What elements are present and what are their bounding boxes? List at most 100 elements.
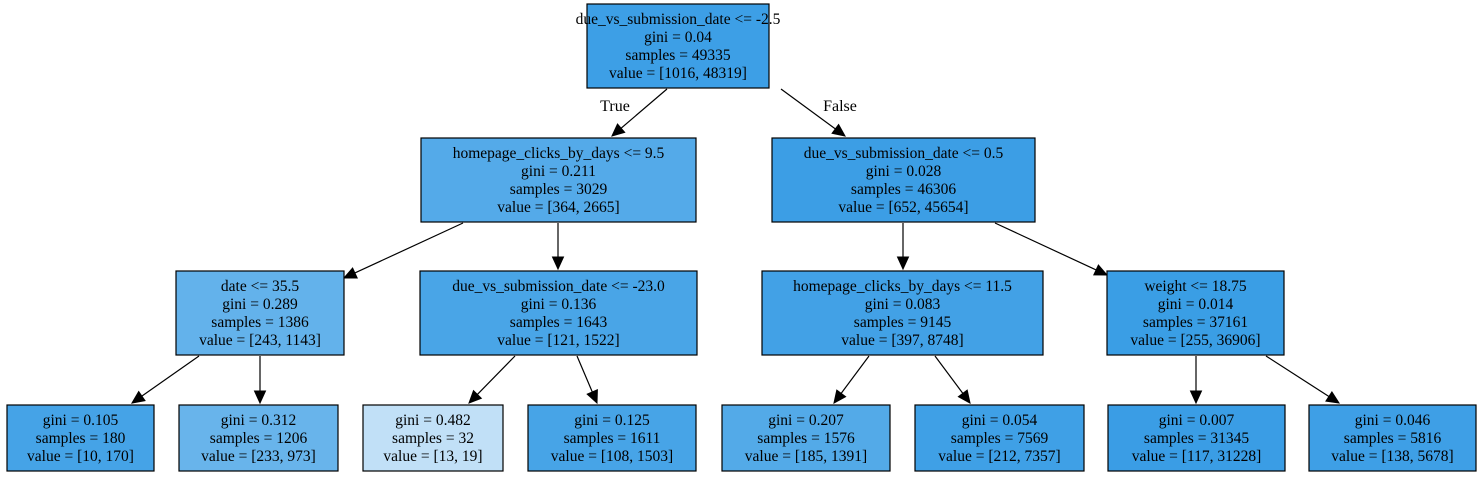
- node-box: [914, 404, 1085, 472]
- node-text-line: samples = 46306: [851, 181, 956, 198]
- arrowhead: [1093, 264, 1109, 276]
- node-box: [6, 404, 155, 472]
- node-box: [527, 404, 697, 472]
- node-text-line: value = [10, 170]: [27, 448, 134, 465]
- arrowhead: [957, 389, 971, 404]
- node-text-line: value = [1016, 48319]: [609, 65, 747, 82]
- node-box: [721, 404, 891, 472]
- node-text-line: gini = 0.007: [1159, 412, 1235, 429]
- node-text-line: homepage_clicks_by_days <= 11.5: [793, 278, 1012, 295]
- node-text-line: value = [652, 45654]: [838, 199, 968, 216]
- node-text-line: gini = 0.136: [521, 296, 597, 313]
- node-text-line: samples = 5816: [1344, 430, 1442, 447]
- node-text-line: gini = 0.207: [768, 412, 844, 429]
- node-text-line: due_vs_submission_date <= 0.5: [804, 145, 1004, 162]
- edge-n6-n14: [1265, 355, 1341, 404]
- node-text-line: samples = 1206: [210, 430, 308, 447]
- node-text-line: value = [255, 36906]: [1130, 332, 1260, 349]
- node-text-line: gini = 0.046: [1355, 412, 1431, 429]
- edge-n0-n2: [780, 88, 846, 137]
- node-text-line: samples = 37161: [1143, 314, 1248, 331]
- node-text-line: value = [397, 8748]: [841, 332, 963, 349]
- node-text-line: gini = 0.312: [221, 412, 296, 429]
- node-box: [178, 404, 339, 472]
- node-text-line: gini = 0.125: [574, 412, 650, 429]
- node-text-line: value = [121, 1522]: [497, 332, 619, 349]
- edge-label-false: False: [823, 98, 857, 115]
- edge-label-true: True: [600, 98, 630, 115]
- node-text-line: samples = 31345: [1144, 430, 1249, 447]
- arrowhead: [833, 389, 847, 404]
- node-text-line: samples = 32: [392, 430, 474, 447]
- node-box: [175, 270, 345, 356]
- edge-n1-n3: [342, 222, 464, 279]
- node-text-line: value = [13, 19]: [383, 448, 482, 465]
- node-box: [1308, 404, 1477, 472]
- edge-n4-n10: [576, 355, 598, 405]
- node-text-line: samples = 1643: [510, 314, 608, 331]
- node-text-line: value = [233, 973]: [201, 448, 316, 465]
- arrowhead: [253, 390, 267, 405]
- node-box: [1107, 404, 1286, 472]
- arrowhead: [131, 390, 146, 404]
- node-text-line: samples = 7569: [951, 430, 1049, 447]
- arrowhead: [468, 389, 483, 404]
- arrowhead: [896, 256, 910, 271]
- node-box: [586, 3, 770, 89]
- node-text-line: gini = 0.105: [43, 412, 119, 429]
- arrowhead: [1189, 390, 1203, 405]
- edge-n1-n4: [551, 223, 565, 271]
- edge-n3-n8: [253, 356, 267, 405]
- node-box: [771, 137, 1036, 223]
- edge-n4-n9: [468, 355, 516, 404]
- node-text-line: value = [117, 31228]: [1132, 448, 1262, 465]
- node-text-line: value = [364, 2665]: [497, 199, 619, 216]
- node-box: [1106, 270, 1285, 356]
- node-text-line: gini = 0.083: [865, 296, 941, 313]
- node-text-line: samples = 49335: [625, 47, 730, 64]
- node-box: [761, 270, 1044, 356]
- node-text-line: gini = 0.482: [395, 412, 470, 429]
- node-text-line: samples = 1576: [757, 430, 855, 447]
- node-text-line: value = [185, 1391]: [745, 448, 867, 465]
- node-text-line: samples = 9145: [854, 314, 952, 331]
- node-text-line: gini = 0.289: [222, 296, 298, 313]
- node-text-line: samples = 180: [36, 430, 126, 447]
- edge-n2-n5: [896, 223, 910, 271]
- node-text-line: gini = 0.014: [1158, 296, 1234, 313]
- node-text-line: value = [212, 7357]: [938, 448, 1060, 465]
- edge-n3-n7: [131, 355, 200, 404]
- node-text-line: gini = 0.054: [962, 412, 1038, 429]
- node-text-line: date <= 35.5: [221, 278, 299, 295]
- node-text-line: gini = 0.028: [866, 163, 942, 180]
- node-text-line: gini = 0.211: [521, 163, 596, 180]
- node-text-line: homepage_clicks_by_days <= 9.5: [453, 145, 665, 162]
- node-text-line: samples = 3029: [510, 181, 608, 198]
- node-text-line: samples = 1611: [564, 430, 661, 447]
- node-box: [419, 270, 698, 356]
- node-text-line: due_vs_submission_date <= -23.0: [452, 278, 665, 295]
- node-text-line: gini = 0.04: [644, 29, 712, 46]
- arrowhead: [342, 267, 358, 279]
- arrowhead: [611, 123, 626, 137]
- node-text-line: value = [138, 5678]: [1331, 448, 1453, 465]
- edge-n5-n11: [833, 355, 870, 404]
- node-box: [420, 137, 697, 223]
- node-text-line: due_vs_submission_date <= -2.5: [576, 11, 781, 28]
- edge-n6-n13: [1189, 356, 1203, 405]
- edge-n5-n12: [934, 355, 971, 404]
- edge-n0-n1: [611, 88, 668, 137]
- node-text-line: weight <= 18.75: [1144, 278, 1247, 295]
